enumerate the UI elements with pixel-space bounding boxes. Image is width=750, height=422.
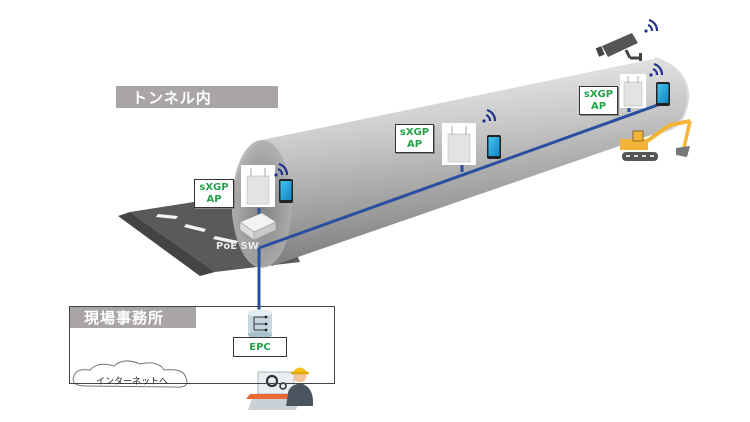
ap-device-icon-1 bbox=[241, 165, 275, 207]
ap-label-1: sXGP AP bbox=[194, 179, 234, 208]
epc-label: EPC bbox=[233, 337, 287, 357]
ap-device-icon-3 bbox=[620, 74, 646, 108]
smartphone-icon-3 bbox=[656, 82, 670, 106]
smartphone-icon-1 bbox=[279, 179, 293, 203]
poe-switch-label: PoE SW bbox=[216, 241, 259, 252]
smartphone-icon-2 bbox=[487, 135, 501, 159]
excavator-icon bbox=[620, 119, 692, 161]
ap-label-3: sXGP AP bbox=[579, 86, 618, 115]
tunnel-section-label: トンネル内 bbox=[116, 86, 278, 108]
ap-label-2-line1: sXGP bbox=[399, 126, 430, 138]
site-engineer-icon bbox=[246, 367, 313, 410]
wifi-icon-1 bbox=[274, 162, 289, 177]
ap-label-3-line1: sXGP bbox=[583, 88, 614, 100]
ap-device-icon-2 bbox=[442, 123, 476, 165]
ap-label-3-line2: AP bbox=[590, 100, 607, 112]
epc-server-icon bbox=[248, 309, 272, 339]
tunnel-section-title: トンネル内 bbox=[132, 88, 212, 107]
site-office-area bbox=[69, 306, 335, 384]
internet-label: インターネットへ bbox=[96, 377, 169, 387]
security-camera-icon bbox=[595, 33, 642, 61]
wifi-icon-camera bbox=[644, 18, 659, 33]
internet-cloud-icon bbox=[72, 360, 188, 388]
ap-label-1-line2: AP bbox=[206, 193, 222, 205]
ap-label-1-line1: sXGP bbox=[199, 181, 229, 193]
wifi-icon-2 bbox=[482, 108, 497, 123]
poe-switch-icon bbox=[239, 212, 277, 241]
wifi-icon-3 bbox=[649, 62, 664, 77]
office-section-title: 現場事務所 bbox=[84, 309, 165, 327]
ap-label-2-line2: AP bbox=[406, 138, 423, 150]
office-section-label: 現場事務所 bbox=[70, 307, 196, 328]
ap-label-2: sXGP AP bbox=[395, 124, 434, 153]
